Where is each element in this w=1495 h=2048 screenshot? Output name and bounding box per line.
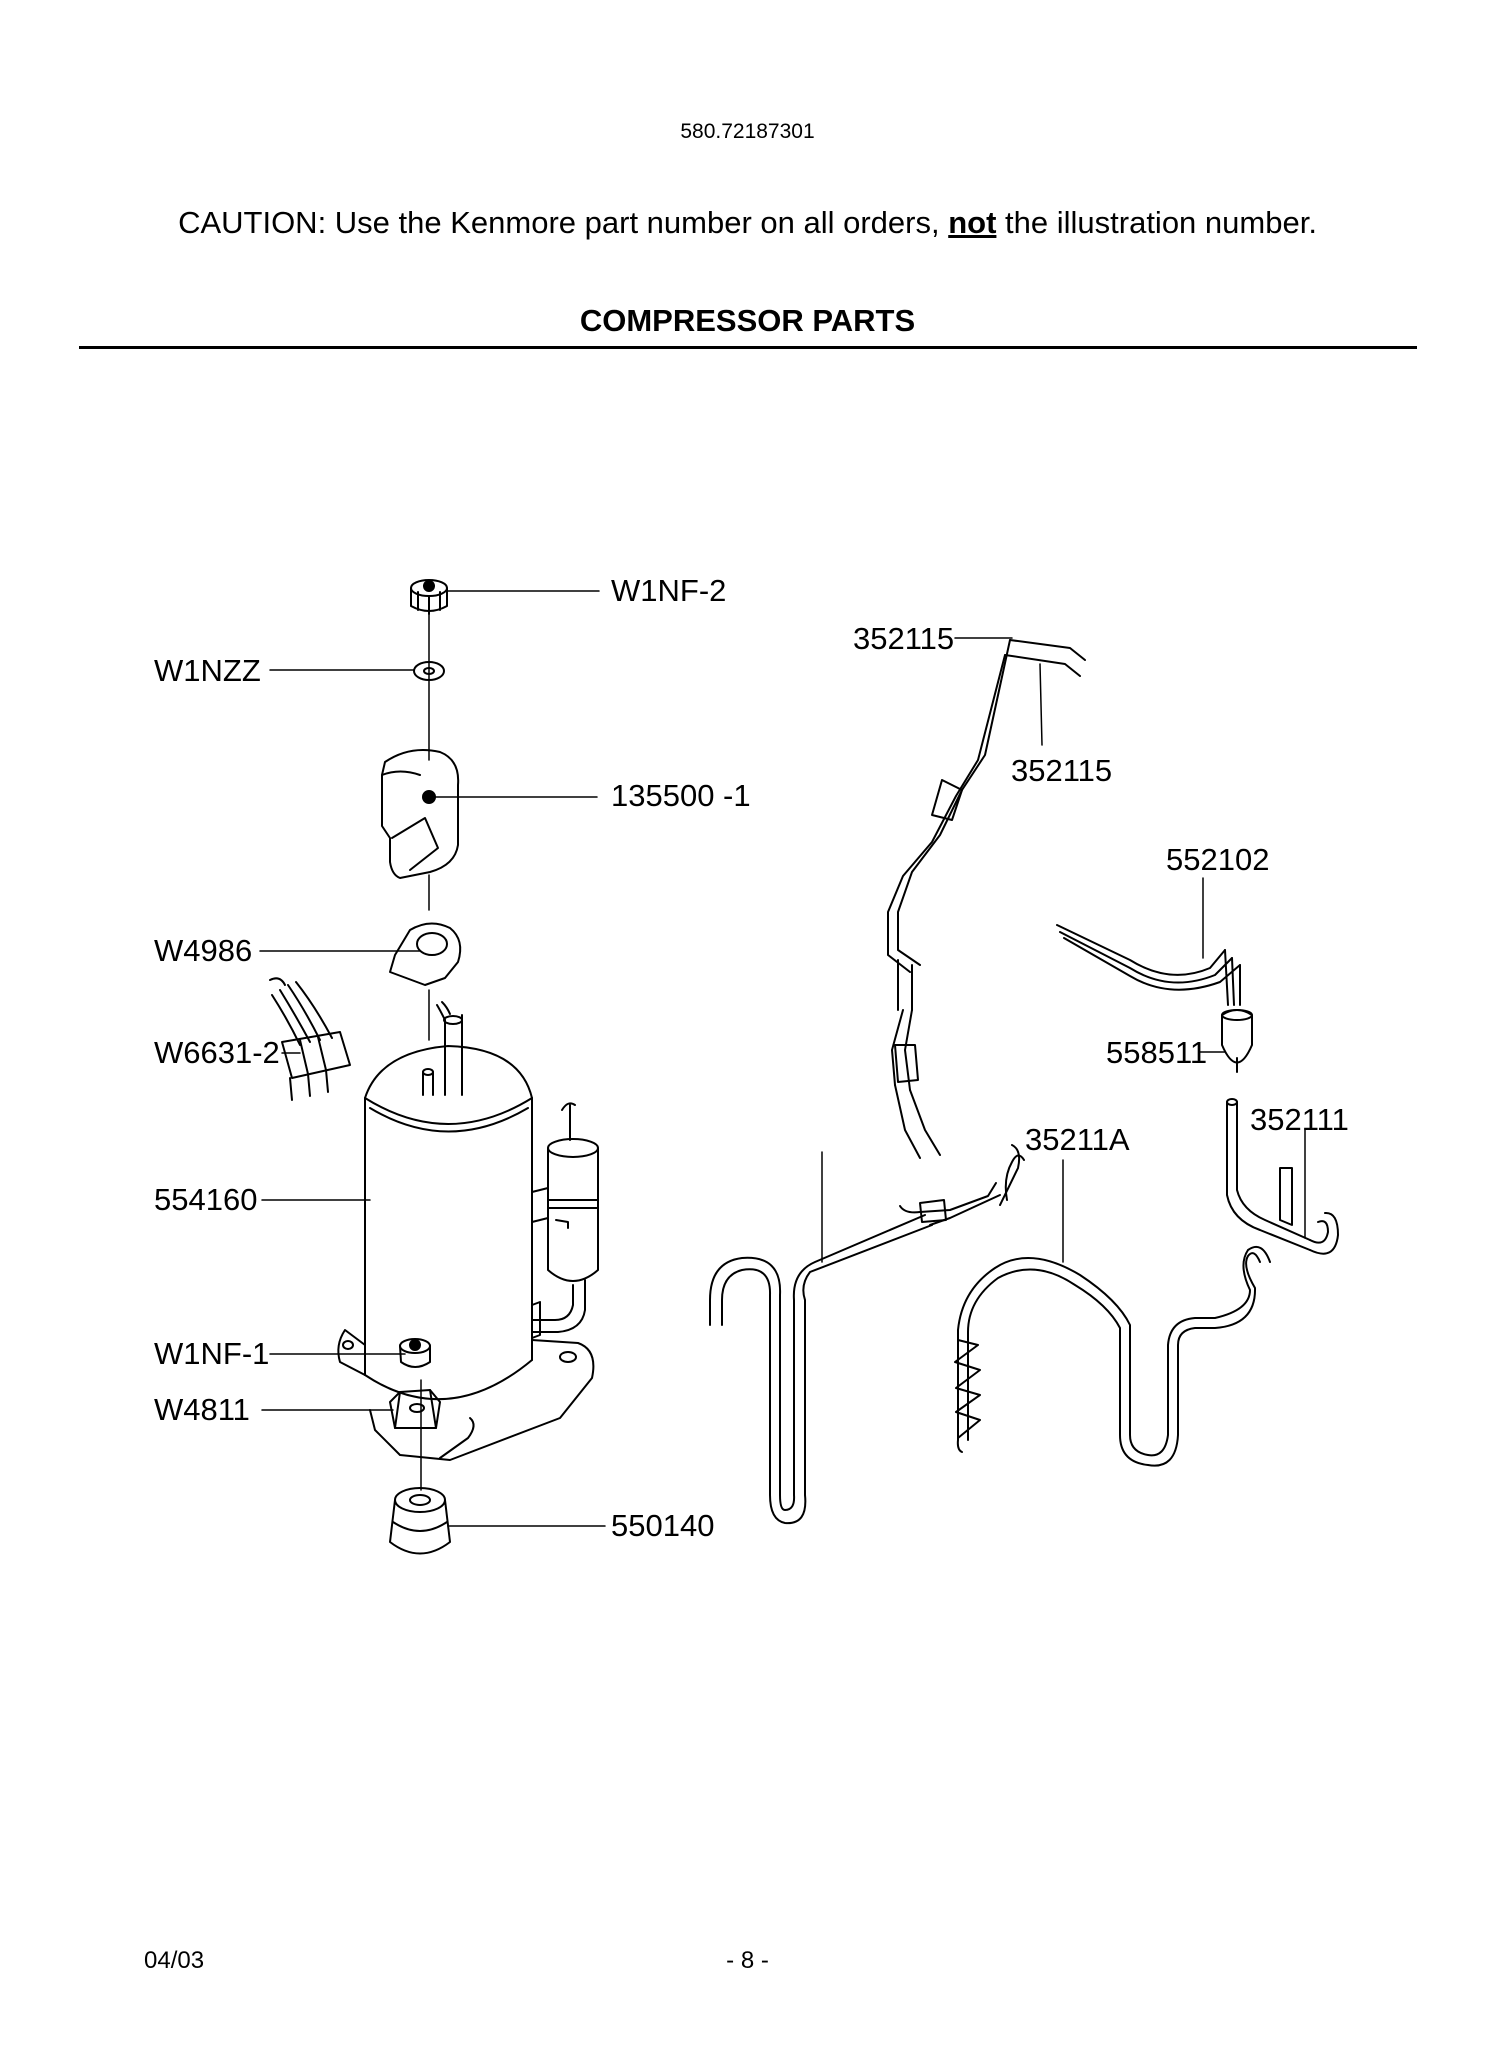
footer-date: 04/03 <box>144 1947 205 1974</box>
callout-labels: W1NF-2 W1NZZ 135500 -1 W4986 W6631-2 554… <box>154 573 1349 1543</box>
callout-nut-top: W1NF-2 <box>611 573 726 608</box>
callout-terminal-cover: 135500 -1 <box>611 778 751 813</box>
callout-grommet: 550140 <box>611 1508 714 1543</box>
accumulator-part <box>531 1102 599 1339</box>
model-number: 580.72187301 <box>680 120 815 143</box>
title-rule <box>79 346 1417 349</box>
caution-emphasis: not <box>948 205 997 240</box>
callout-tube-top-b: 352115 <box>1011 753 1112 788</box>
wire-harness-part <box>269 977 351 1101</box>
section-title: COMPRESSOR PARTS <box>579 303 916 338</box>
nut-bottom-part <box>399 1338 431 1368</box>
nut-top-part <box>410 579 448 615</box>
compressor-body-part <box>337 1001 595 1461</box>
bracket-part <box>389 1389 441 1429</box>
leader-lines <box>259 590 1306 1527</box>
callout-washer-top: W1NZZ <box>154 653 261 688</box>
callout-bracket: W4811 <box>154 1392 250 1427</box>
callout-nut-bottom: W1NF-1 <box>154 1336 269 1371</box>
capillary-part <box>1056 924 1241 1006</box>
callout-gasket: W4986 <box>154 933 252 968</box>
discharge-tube-part <box>709 1144 1025 1525</box>
footer-page-number: - 8 - <box>726 1947 769 1974</box>
callout-discharge-tube: 35211A <box>1025 1122 1130 1157</box>
caution-prefix: CAUTION: Use the Kenmore part number on … <box>178 205 949 240</box>
callout-tube-right: 352111 <box>1250 1102 1349 1137</box>
callout-strainer: 558511 <box>1106 1035 1207 1070</box>
caution-suffix: the illustration number. <box>996 205 1317 240</box>
strainer-part <box>1221 1009 1253 1073</box>
callout-compressor: 554160 <box>154 1182 257 1217</box>
callout-tube-top-a: 352115 <box>853 621 954 656</box>
callout-capillary: 552102 <box>1166 842 1269 877</box>
tube-right-part <box>1226 1098 1339 1255</box>
tube-group-top-part <box>887 639 1086 1159</box>
gasket-part <box>389 922 462 986</box>
return-tube-part <box>954 1246 1271 1467</box>
caution-text: CAUTION: Use the Kenmore part number on … <box>0 205 1495 241</box>
washer-top-part <box>413 661 445 681</box>
grommet-part <box>389 1487 451 1555</box>
callout-wire-harness: W6631-2 <box>154 1035 280 1070</box>
terminal-cover-part <box>381 749 460 879</box>
